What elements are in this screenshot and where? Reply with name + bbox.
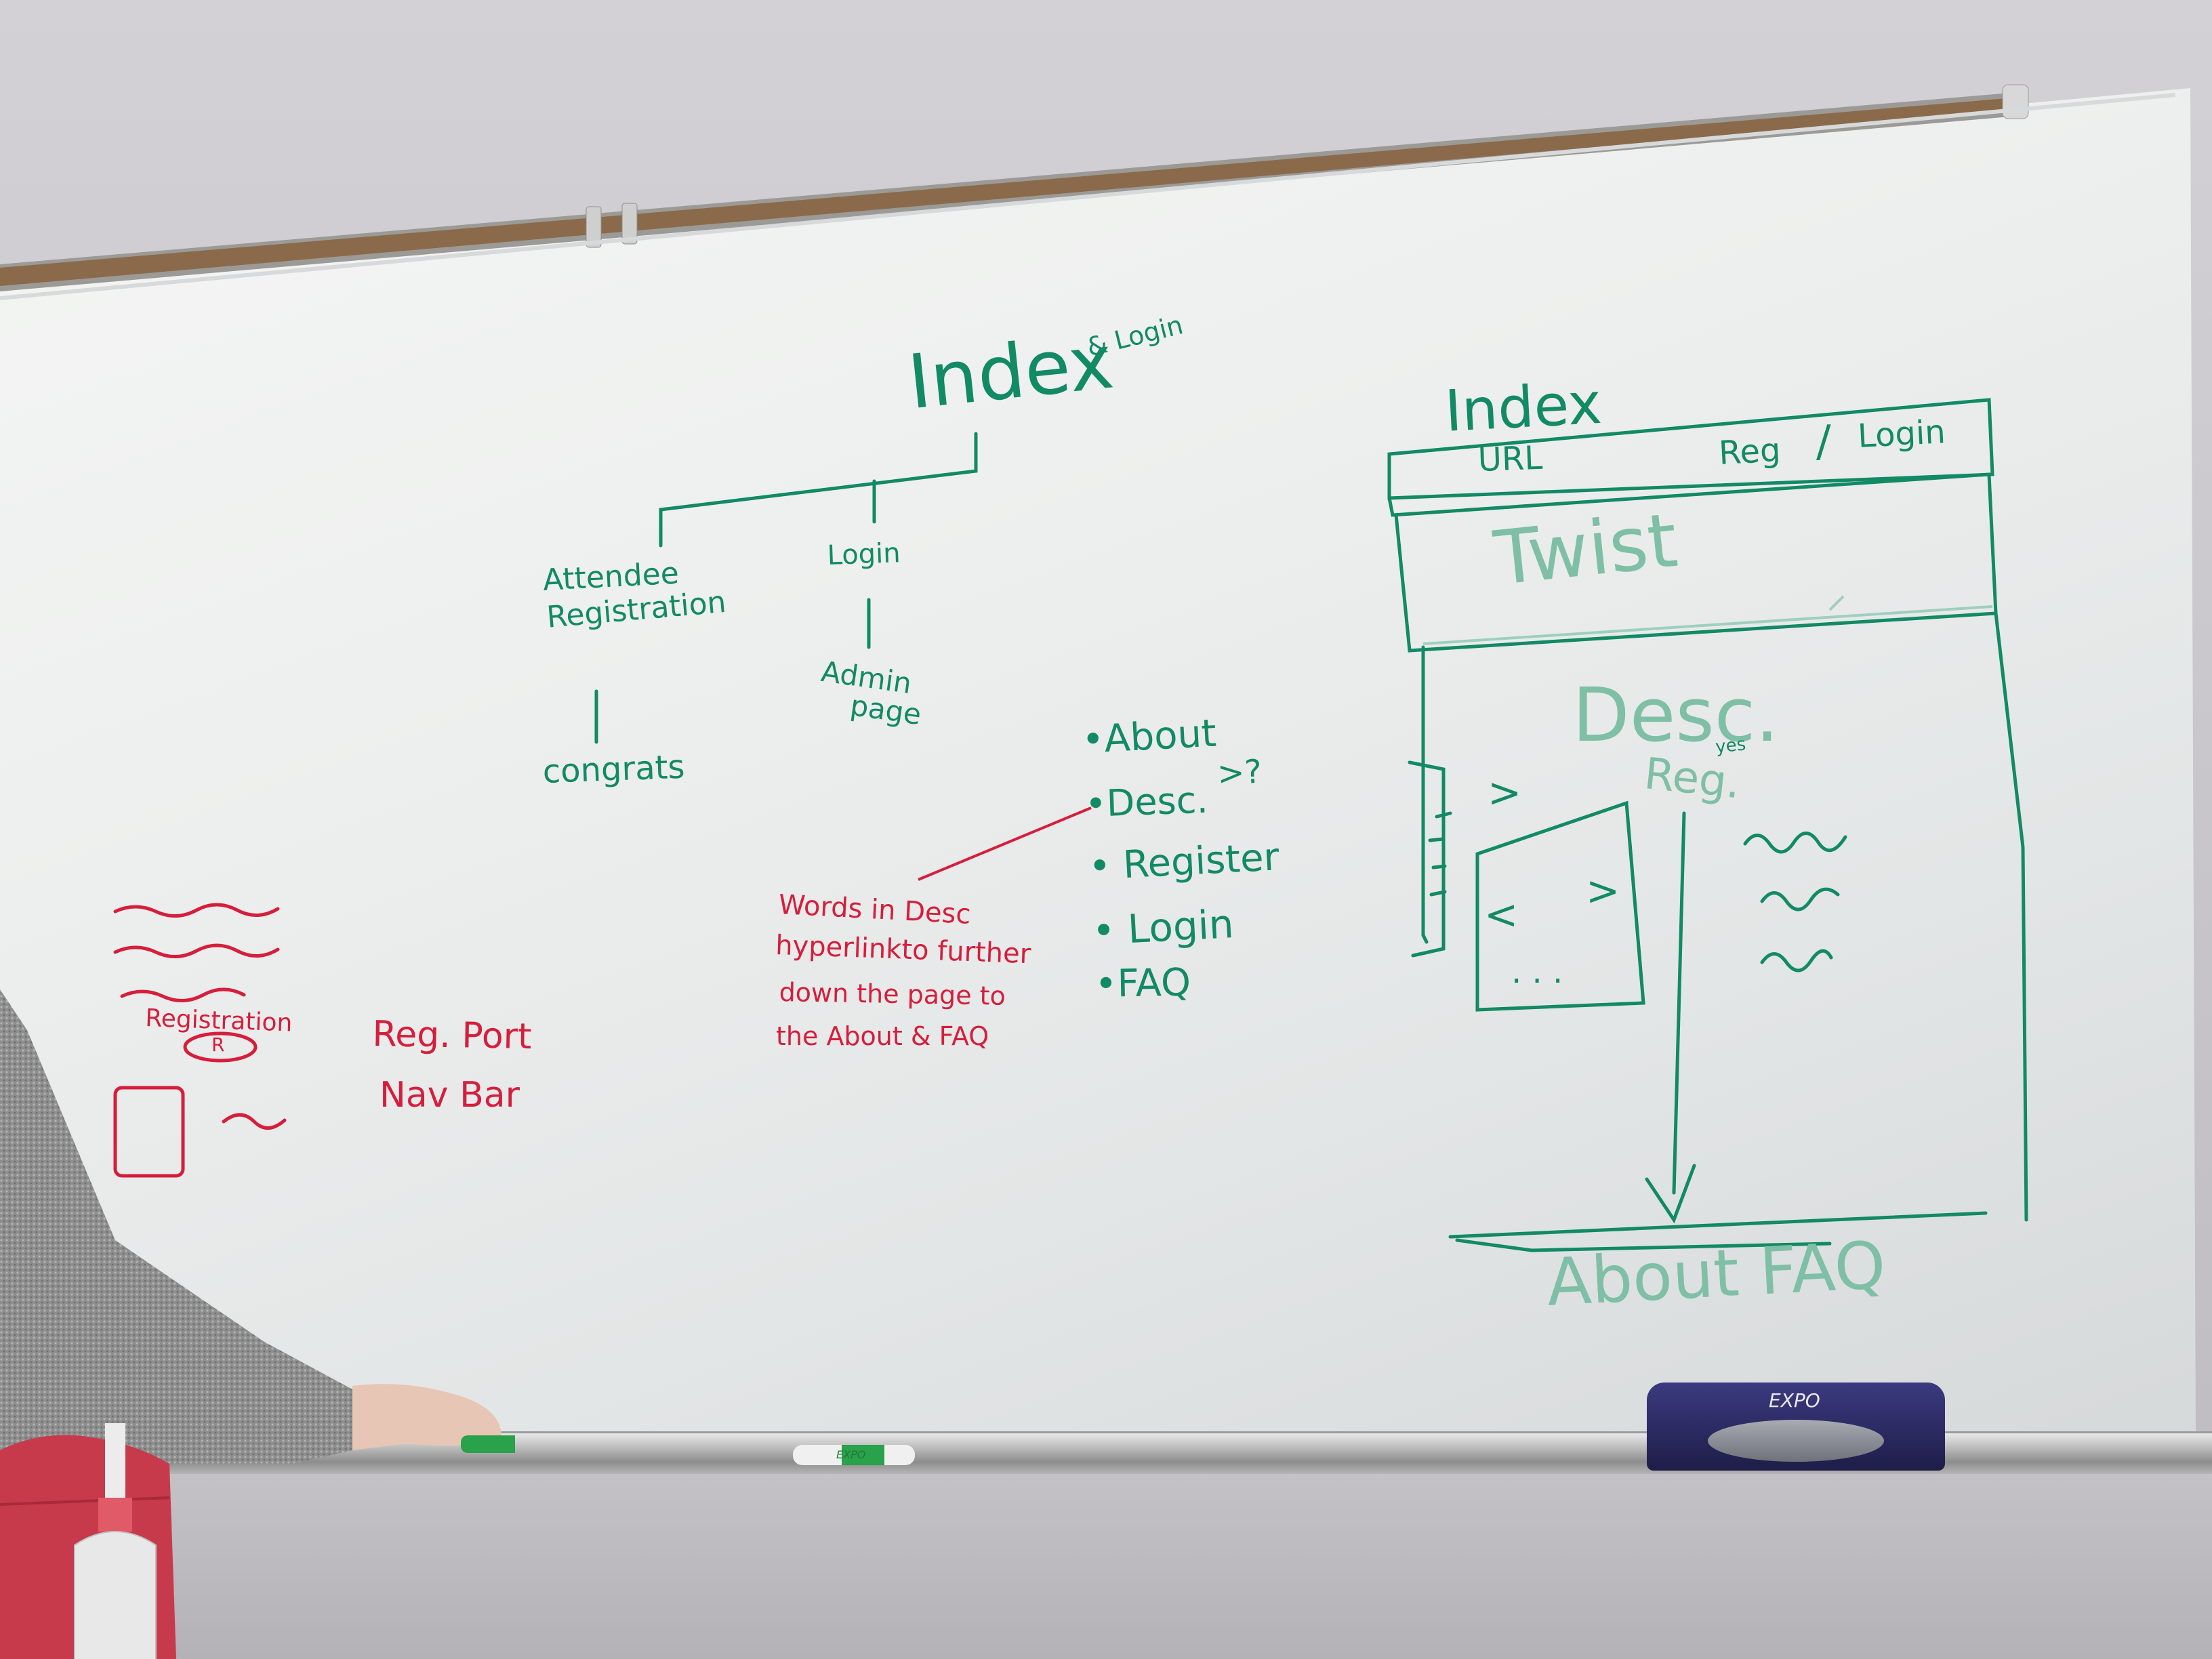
sections-item-login: • Login xyxy=(1090,901,1235,954)
person-arm xyxy=(0,989,515,1464)
wireframe-desc-note: yes xyxy=(1714,734,1747,758)
wireframe-title: Index xyxy=(1443,369,1603,445)
wireframe-carousel-next: > xyxy=(1586,867,1620,915)
wireframe-url-label: URL xyxy=(1477,438,1543,479)
spray-bottle xyxy=(74,1423,157,1659)
wireframe-carousel-prev: < xyxy=(1484,891,1519,939)
red-squiggles xyxy=(113,903,287,1178)
wireframe-sketch xyxy=(1387,398,2028,1252)
desc-note-line-3: down the page to xyxy=(779,977,1006,1011)
left-note-registration-badge: R xyxy=(211,1033,225,1056)
sections-item-register: • Register xyxy=(1087,835,1281,889)
board-eraser: EXPO xyxy=(1647,1382,1945,1471)
lower-wall xyxy=(0,1471,2212,1659)
sections-item-about: •About xyxy=(1080,711,1218,762)
sitemap-node-congrats: congrats xyxy=(541,747,686,791)
marker-brand-logo: EXPO xyxy=(836,1448,866,1461)
desc-note-line-4: the About & FAQ xyxy=(776,1021,989,1051)
wireframe-arrow: > xyxy=(1488,769,1522,817)
wireframe-login-label: Login xyxy=(1856,413,1947,455)
sitemap-node-login: Login xyxy=(826,537,901,571)
sections-item-desc: •Desc. xyxy=(1084,778,1209,825)
wireframe-separator: / xyxy=(1816,417,1831,467)
left-note-nav-bar: Nav Bar xyxy=(380,1075,520,1115)
eraser-window xyxy=(1708,1420,1884,1462)
desc-pointer-line xyxy=(918,806,1092,881)
green-marker: EXPO xyxy=(793,1445,915,1465)
sections-bracket-note: >? xyxy=(1216,752,1263,793)
wireframe-desc-sub: Reg. xyxy=(1641,749,1743,809)
wireframe-carousel-dots: . . . xyxy=(1511,953,1563,991)
wireframe-desc: Desc. xyxy=(1572,672,1780,758)
wireframe-footer: About FAQ xyxy=(1544,1227,1888,1321)
tree-connector-left xyxy=(659,432,978,548)
wireframe-reg-label: Reg xyxy=(1717,431,1782,472)
ghost-strokes xyxy=(1422,595,1993,645)
eraser-brand-logo: EXPO xyxy=(1769,1389,1820,1412)
sections-item-faq: •FAQ xyxy=(1094,960,1191,1006)
content-scribbles xyxy=(1428,811,1847,972)
whiteboard-surface xyxy=(0,88,2196,1437)
wireframe-banner: Twist xyxy=(1490,496,1681,602)
